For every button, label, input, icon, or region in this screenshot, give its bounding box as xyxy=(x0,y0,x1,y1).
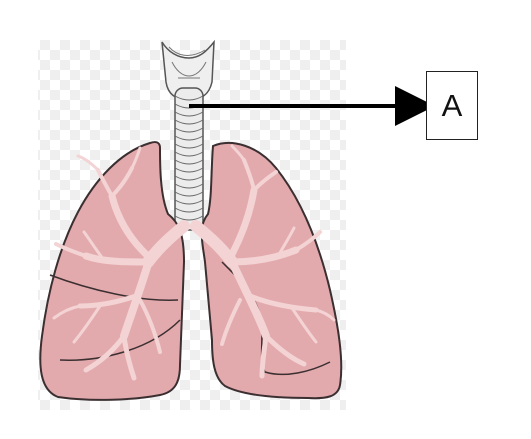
label-a: A xyxy=(441,88,463,123)
label-box: A xyxy=(426,71,478,140)
bronchial-tree xyxy=(52,144,336,381)
left-lung xyxy=(39,141,186,401)
trachea xyxy=(161,39,215,231)
